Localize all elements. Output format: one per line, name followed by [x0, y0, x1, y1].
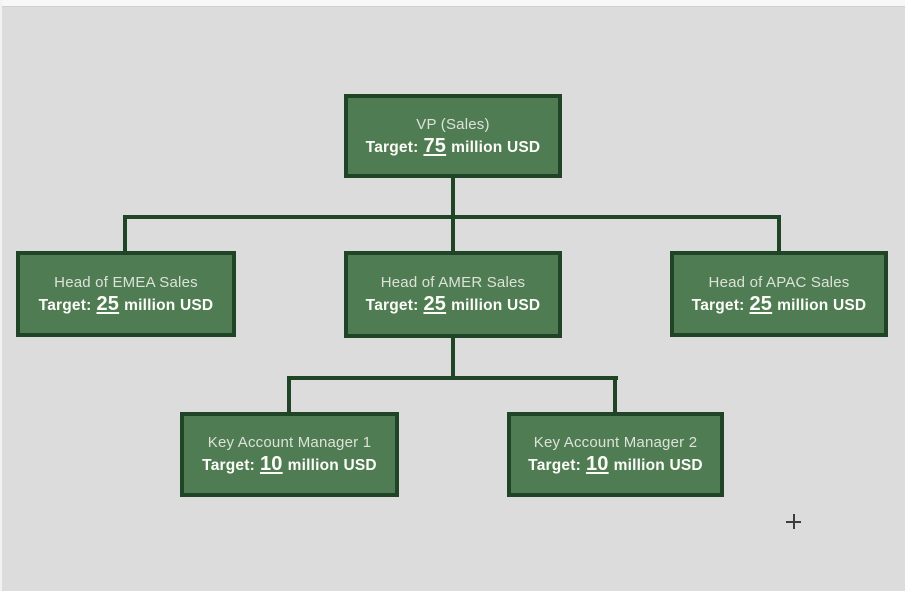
target-suffix: million USD — [613, 457, 703, 474]
connector-level2-bus — [123, 215, 781, 219]
node-title: VP (Sales) — [416, 115, 490, 133]
node-title: Head of AMER Sales — [380, 274, 526, 291]
connector-amer-to-level3 — [451, 338, 455, 380]
org-node-kam-1: Key Account Manager 1 Target: 10 million… — [180, 412, 399, 497]
target-value: 10 — [585, 453, 609, 475]
target-label: Target: — [365, 138, 419, 156]
target-value: 25 — [423, 293, 447, 315]
node-target: Target: 25 million USD — [692, 294, 867, 315]
connector-drop-emea — [123, 215, 127, 253]
target-label: Target: — [202, 457, 255, 474]
target-suffix: million USD — [451, 138, 541, 156]
target-label: Target: — [528, 457, 581, 474]
plus-cursor-vertical-bar — [793, 514, 795, 529]
target-suffix: million USD — [124, 296, 214, 314]
left-edge-strip — [0, 0, 2, 591]
node-title: Head of EMEA Sales — [54, 273, 198, 291]
node-title: Key Account Manager 2 — [533, 434, 698, 451]
target-suffix: million USD — [287, 457, 377, 474]
target-value: 75 — [423, 134, 447, 157]
node-target: Target: 10 million USD — [528, 454, 703, 475]
org-node-vp-sales: VP (Sales) Target: 75 million USD — [344, 94, 562, 178]
node-target: Target: 75 million USD — [366, 136, 541, 157]
org-node-head-amer: Head of AMER Sales Target: 25 million US… — [344, 251, 562, 338]
node-target: Target: 25 million USD — [366, 294, 541, 315]
plus-cursor-icon — [786, 514, 801, 529]
connector-drop-kam2 — [613, 376, 617, 414]
node-title: Key Account Manager 1 — [207, 434, 372, 451]
node-title: Head of APAC Sales — [708, 273, 850, 291]
connector-level3-bus — [287, 376, 618, 380]
target-value: 10 — [259, 453, 283, 475]
target-label: Target: — [365, 297, 419, 314]
org-node-head-apac: Head of APAC Sales Target: 25 million US… — [670, 251, 888, 337]
org-node-kam-2: Key Account Manager 2 Target: 10 million… — [507, 412, 724, 497]
target-value: 25 — [96, 292, 120, 315]
connector-drop-apac — [777, 215, 781, 253]
target-value: 25 — [749, 292, 773, 315]
top-edge-strip — [0, 0, 905, 7]
node-target: Target: 10 million USD — [202, 454, 377, 475]
node-target: Target: 25 million USD — [39, 294, 214, 315]
target-suffix: million USD — [451, 297, 541, 314]
target-label: Target: — [691, 296, 745, 314]
connector-drop-kam1 — [287, 376, 291, 414]
target-label: Target: — [38, 296, 92, 314]
target-suffix: million USD — [777, 296, 867, 314]
org-node-head-emea: Head of EMEA Sales Target: 25 million US… — [16, 251, 236, 337]
